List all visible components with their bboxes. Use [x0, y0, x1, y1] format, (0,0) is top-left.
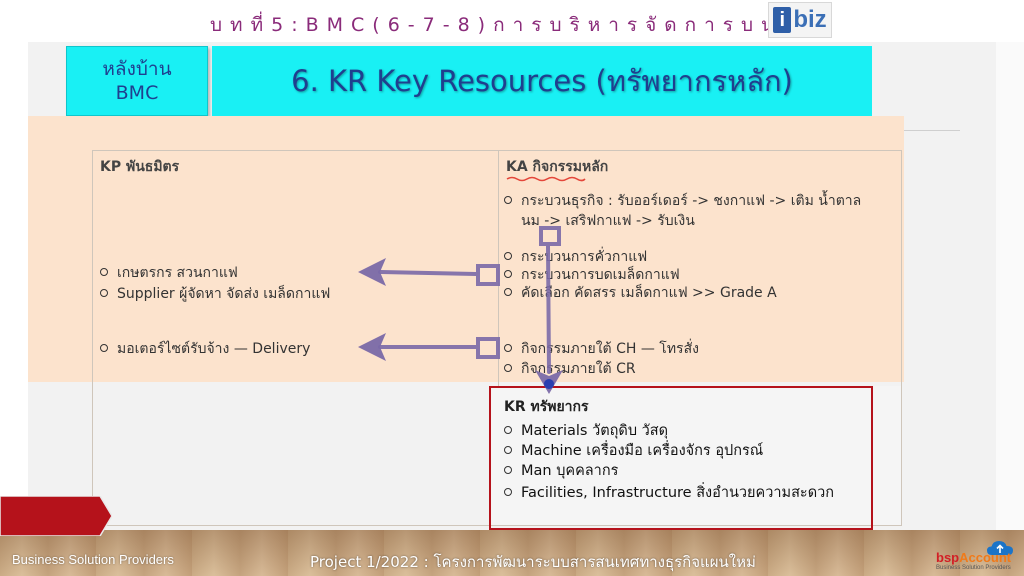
ka-title-underline	[506, 176, 586, 182]
bullet-icon	[504, 288, 512, 296]
bullet-icon	[504, 252, 512, 260]
kp-item: Supplier ผู้จัดหา จัดส่ง เมล็ดกาแฟ	[100, 285, 330, 304]
kp-item: เกษตรกร สวนกาแฟ	[100, 264, 238, 283]
brand-subtitle: Business Solution Providers	[936, 565, 1011, 571]
footer-company: Business Solution Providers	[12, 552, 174, 567]
kr-highlight-box	[489, 386, 873, 530]
chapter-tag-shape	[0, 496, 112, 536]
kr-title: KR ทรัพยากร	[504, 399, 589, 415]
canvas-border	[92, 150, 902, 526]
content-area	[28, 116, 904, 382]
ibiz-logo-mark: i	[773, 7, 792, 33]
bullet-icon	[504, 196, 512, 204]
brand-name: bspAccount	[936, 550, 1012, 565]
ibiz-logo-text: biz	[793, 6, 827, 33]
ka-item: กระบวนการบดเมล็ดกาแฟ	[504, 266, 680, 285]
ibiz-logo: i biz	[768, 2, 832, 38]
bsp-account-logo: bspAccount Business Solution Providers	[936, 540, 1020, 574]
section-label-line1: หลังบ้าน	[102, 58, 172, 80]
column-divider	[498, 150, 499, 386]
chapter-heading: บทที่5:BMC(6-7-8)การบริหารจัดการบน	[210, 14, 783, 36]
kr-item: Materials วัตถุดิบ วัสดุ	[504, 422, 668, 441]
slide-right-edge	[996, 42, 1024, 530]
kr-area-background	[490, 386, 902, 526]
kr-item: Facilities, Infrastructure สิ่งอำนวยความ…	[504, 484, 834, 503]
bullet-icon	[504, 270, 512, 278]
kp-title: KP พันธมิตร	[100, 159, 180, 175]
bullet-icon	[100, 289, 108, 297]
ka-item-continued: นม -> เสริฟกาแฟ -> รับเงิน	[521, 213, 695, 229]
bullet-icon	[100, 268, 108, 276]
kp-item: มอเตอร์ไซต์รับจ้าง — Delivery	[100, 340, 310, 359]
kr-item: Machine เครื่องมือ เครื่องจักร อุปกรณ์	[504, 442, 763, 461]
title-bar: 6. KR Key Resources (ทรัพยากรหลัก)	[212, 46, 872, 116]
bullet-icon	[100, 344, 108, 352]
kr-item: Man บุคคลากร	[504, 462, 618, 481]
bullet-icon	[504, 446, 512, 454]
ka-item: กระบวนธุรกิจ : รับออร์เดอร์ -> ชงกาแฟ ->…	[504, 192, 861, 211]
bullet-icon	[504, 364, 512, 372]
chapter-tag-text: บทที่ 5.04	[6, 11, 78, 30]
footer-project: Project 1/2022 : โครงการพัฒนาระบบสารสนเท…	[310, 553, 756, 571]
bullet-icon	[504, 466, 512, 474]
section-label-line2: BMC	[115, 82, 159, 104]
bullet-icon	[504, 488, 512, 496]
ka-item: คัดเลือก คัดสรร เมล็ดกาแฟ >> Grade A	[504, 284, 777, 303]
ka-item: กิจกรรมภายใต้ CH — โทรสั่ง	[504, 340, 699, 359]
ka-item: กิจกรรมภายใต้ CR	[504, 360, 636, 379]
section-label: หลังบ้าน BMC	[66, 46, 208, 116]
top-header-band: บทที่5:BMC(6-7-8)การบริหารจัดการบน i biz	[0, 0, 1024, 42]
wood-floor-shade	[0, 530, 1024, 576]
ka-title: KA กิจกรรมหลัก	[506, 159, 609, 175]
page-title: 6. KR Key Resources (ทรัพยากรหลัก)	[291, 64, 793, 98]
ka-item: กระบวนการคั่วกาแฟ	[504, 248, 647, 267]
bullet-icon	[504, 426, 512, 434]
bullet-icon	[504, 344, 512, 352]
cloud-upload-icon	[987, 541, 1013, 555]
wood-floor	[0, 530, 1024, 576]
